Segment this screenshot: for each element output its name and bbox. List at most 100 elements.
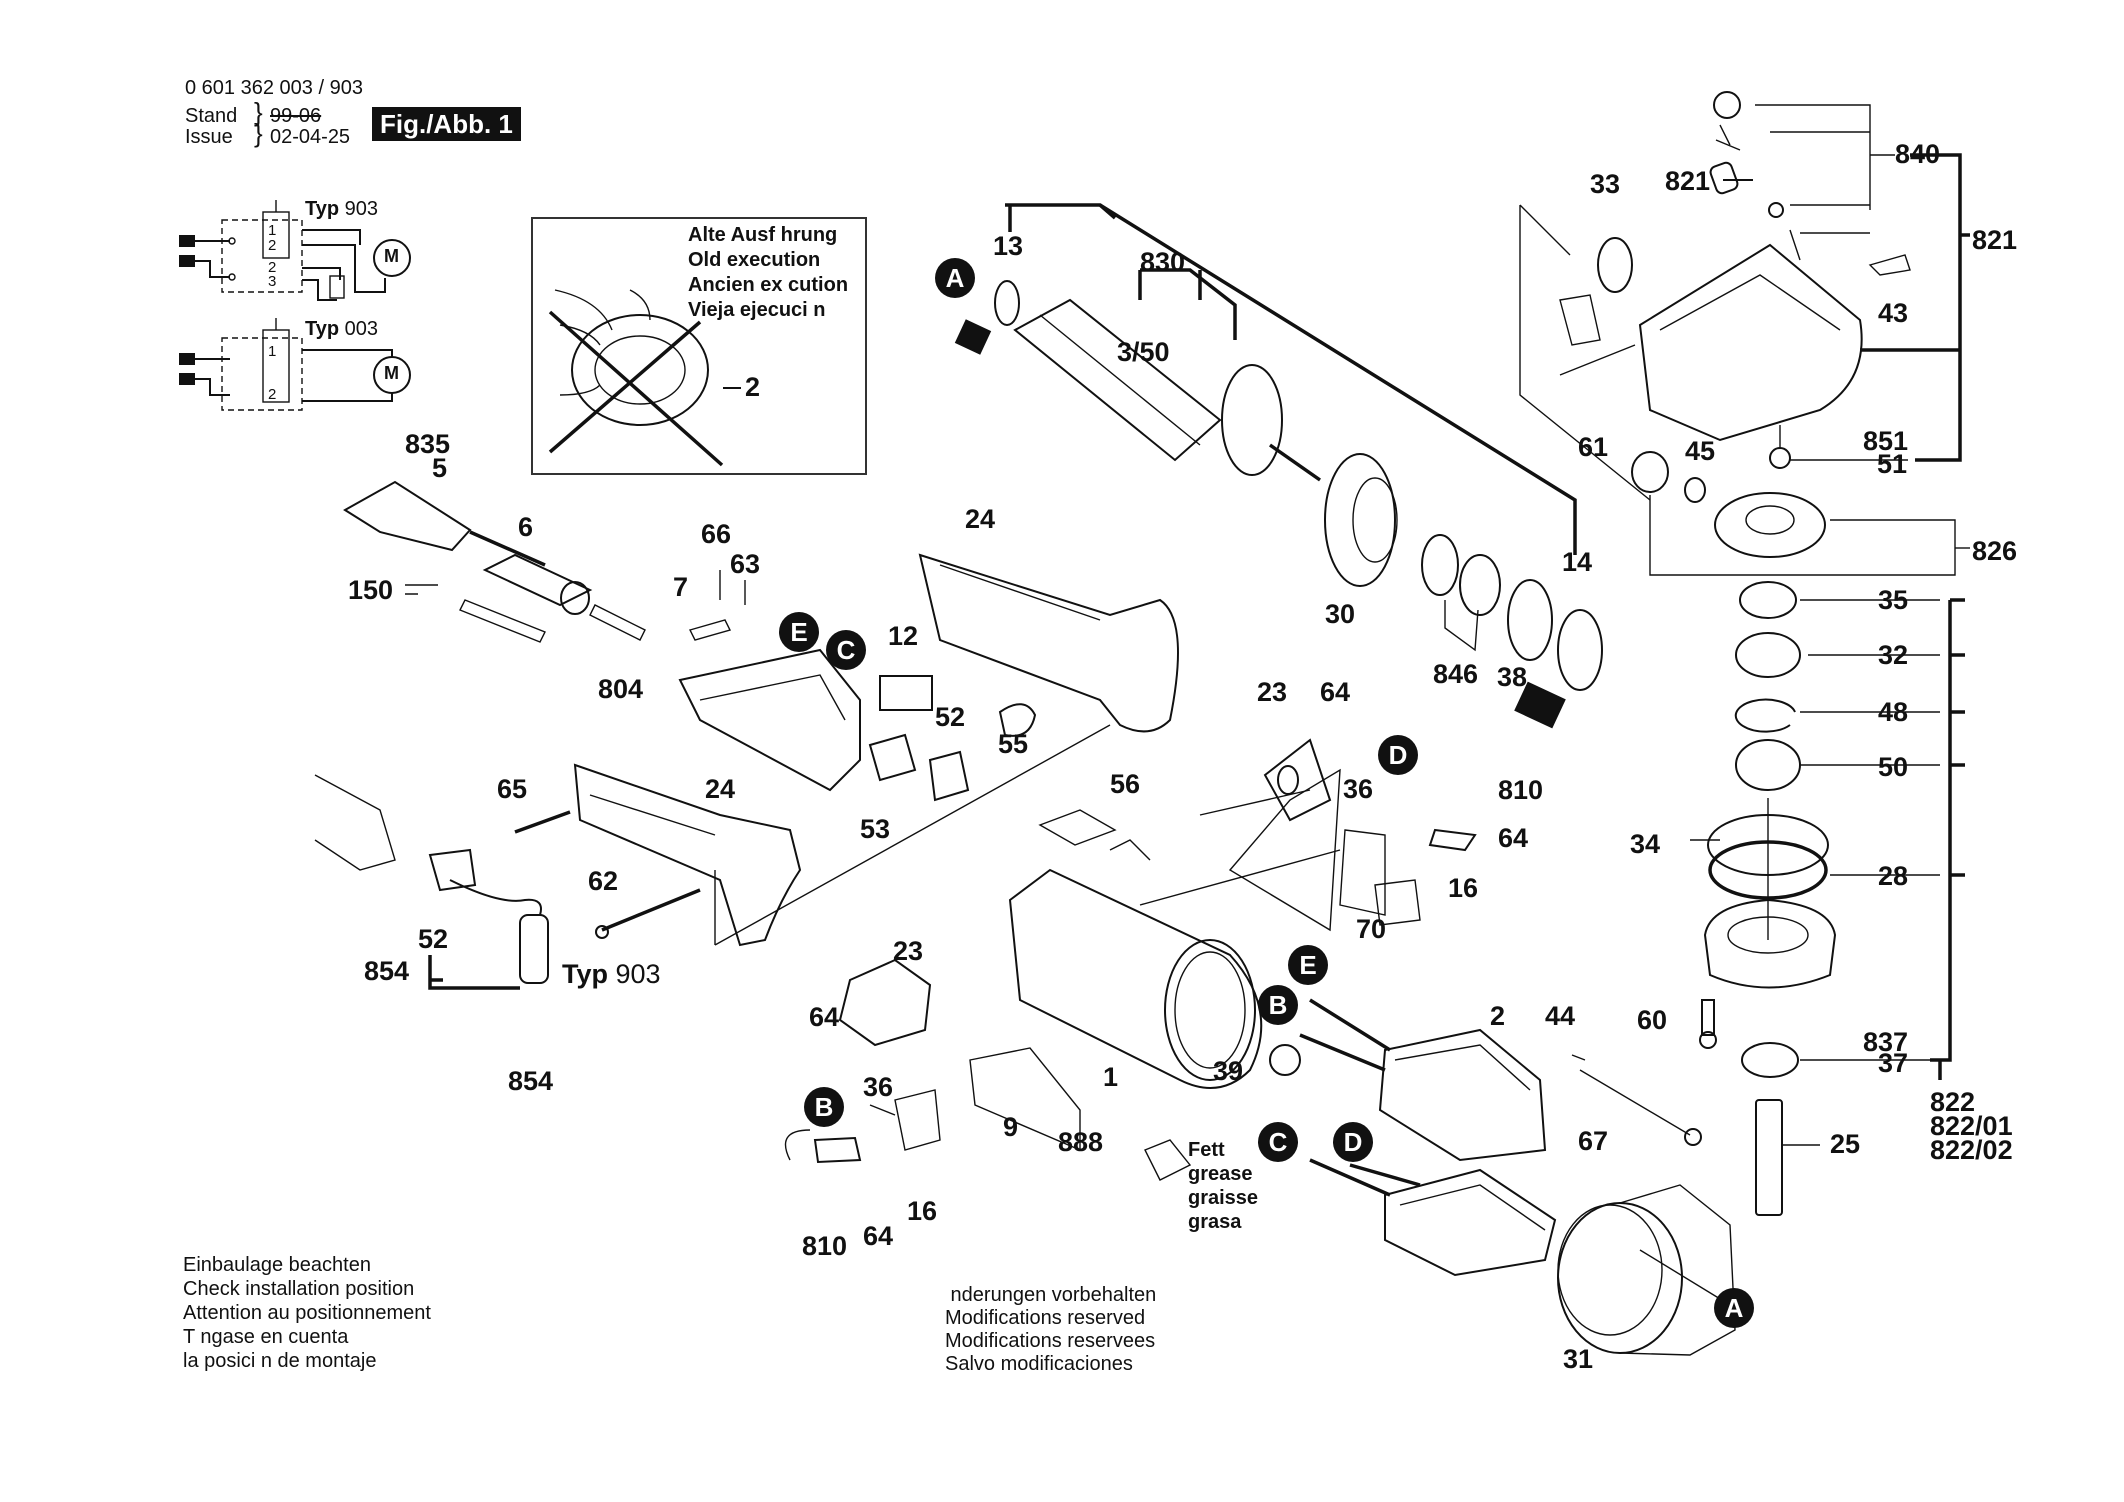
- part-label: 55: [998, 729, 1029, 759]
- part-number: 0 601 362 003 / 903: [185, 77, 363, 99]
- note-line: Check installation position: [183, 1278, 415, 1300]
- part-label: 65: [497, 774, 528, 804]
- note-line: nderungen vorbehalten: [945, 1284, 1157, 1306]
- terminal-3: 3: [268, 273, 277, 290]
- part-label: 36: [1343, 774, 1374, 804]
- part-label: 12: [888, 621, 919, 651]
- part-label: 150: [348, 575, 394, 605]
- part-label: 52: [935, 702, 966, 732]
- terminal-2: 2: [268, 237, 277, 254]
- part-label: 23: [893, 936, 924, 966]
- grease-line: Fett: [1188, 1139, 1225, 1161]
- part-label: 16: [907, 1196, 938, 1226]
- terminal-1: 1: [268, 222, 277, 239]
- part-label: 6: [518, 512, 534, 542]
- callout-d: D: [1378, 735, 1418, 775]
- part-label: 24: [705, 774, 736, 804]
- issue-label: Issue: [185, 126, 233, 148]
- part-label: 33: [1590, 169, 1621, 199]
- part-label: 60: [1637, 1005, 1668, 1035]
- part-label: 822/01: [1930, 1111, 2013, 1141]
- bevel-gear-drawing: [1631, 451, 1970, 576]
- plug-cable-drawing: [343, 480, 646, 643]
- capacitor-assembly-drawing: [314, 774, 549, 984]
- part-label: 810: [1498, 775, 1544, 805]
- part-label: 2: [745, 372, 761, 402]
- stand-value-struck: 99-06: [270, 105, 322, 127]
- part-label: 43: [1878, 298, 1909, 328]
- part-label: 810: [802, 1231, 848, 1261]
- part-label: 30: [1325, 599, 1356, 629]
- part-label: 835: [405, 429, 451, 459]
- part-label: 39: [1213, 1056, 1244, 1086]
- part-label: 63: [730, 549, 761, 579]
- grease-note: Fett grease graisse grasa: [1188, 1138, 1258, 1234]
- grease-line: graisse: [1188, 1187, 1259, 1209]
- part-label: 16: [1448, 873, 1479, 903]
- typ-word: Typ: [562, 959, 608, 989]
- part-label: 38: [1497, 662, 1528, 692]
- callout-c: C: [1258, 1122, 1298, 1162]
- old-execution-line: Ancien ex cution: [688, 274, 849, 296]
- part-label: 50: [1878, 752, 1909, 782]
- grease-line: grease: [1188, 1163, 1253, 1185]
- part-label: 822/02: [1930, 1135, 2013, 1165]
- typ-903-label: Typ 903: [562, 959, 661, 990]
- old-stator-drawing: [548, 289, 724, 467]
- typ-word: Typ: [305, 198, 340, 220]
- note-line: Salvo modificaciones: [945, 1353, 1133, 1375]
- part-label: 24: [965, 504, 996, 534]
- typ-variant: 903: [615, 959, 661, 989]
- note-line: Attention au positionnement: [183, 1302, 431, 1324]
- brace-icon: }: [254, 97, 263, 127]
- motor-symbol-903: M: [384, 246, 399, 266]
- note-line: T ngase en cuenta: [183, 1326, 349, 1348]
- note-line: Modifications reserved: [945, 1307, 1146, 1329]
- part-label: 64: [1320, 677, 1351, 707]
- leader-line: [723, 387, 741, 389]
- fan-bearings-drawing: [1324, 453, 1603, 729]
- part-label: 851: [1863, 426, 1909, 456]
- part-label: 9: [1003, 1112, 1019, 1142]
- typ-003-wiring-label: Typ 003: [305, 318, 378, 341]
- gear-housing-drawing: [1519, 91, 1970, 501]
- part-label: 822: [1930, 1087, 1976, 1117]
- part-label: 56: [1110, 769, 1141, 799]
- part-label: 840: [1895, 139, 1941, 169]
- wiring-diagram-003: [179, 318, 411, 411]
- part-label: 888: [1058, 1127, 1104, 1157]
- old-execution-line: Old execution: [688, 249, 821, 271]
- note-line: Einbaulage beachten: [183, 1254, 371, 1276]
- installation-note: Einbaulage beachten Check installation p…: [183, 1253, 431, 1373]
- motor-housing-drawing: [969, 738, 1341, 1181]
- part-label: 31: [1563, 1344, 1594, 1374]
- part-label: 45: [1685, 436, 1716, 466]
- part-label: 830: [1140, 247, 1186, 277]
- part-label: 13: [993, 231, 1024, 261]
- terminal-1: 1: [268, 343, 277, 360]
- callout-c: C: [826, 630, 866, 670]
- brace-icon: }: [254, 118, 263, 148]
- handle-upper-drawing: [918, 553, 1179, 733]
- part-label: 64: [1498, 823, 1529, 853]
- part-label: 804: [598, 674, 644, 704]
- part-label: 35: [1878, 585, 1909, 615]
- part-label: 23: [1257, 677, 1288, 707]
- ring-31-drawing: [1557, 1184, 1736, 1356]
- old-execution-line: Vieja ejecuci n: [688, 299, 826, 321]
- figure-badge: Fig./Abb. 1: [372, 107, 521, 141]
- part-label: 3/50: [1117, 337, 1170, 367]
- part-label: 67: [1578, 1126, 1609, 1156]
- part-label: 826: [1972, 536, 2018, 566]
- old-execution-text: Alte Ausf hrung Old execution Ancien ex …: [688, 223, 848, 323]
- note-line: la posici n de montaje: [183, 1350, 377, 1372]
- part-label: 28: [1878, 861, 1909, 891]
- part-label: 51: [1877, 449, 1908, 479]
- terminal-2b: 2: [268, 259, 277, 276]
- part-label: 854: [364, 956, 410, 986]
- part-label: 70: [1356, 914, 1387, 944]
- motor-symbol-003: M: [384, 363, 399, 383]
- field-stator-drawing: [1299, 998, 1702, 1277]
- part-label: 53: [860, 814, 891, 844]
- part-label: 1: [1103, 1062, 1119, 1092]
